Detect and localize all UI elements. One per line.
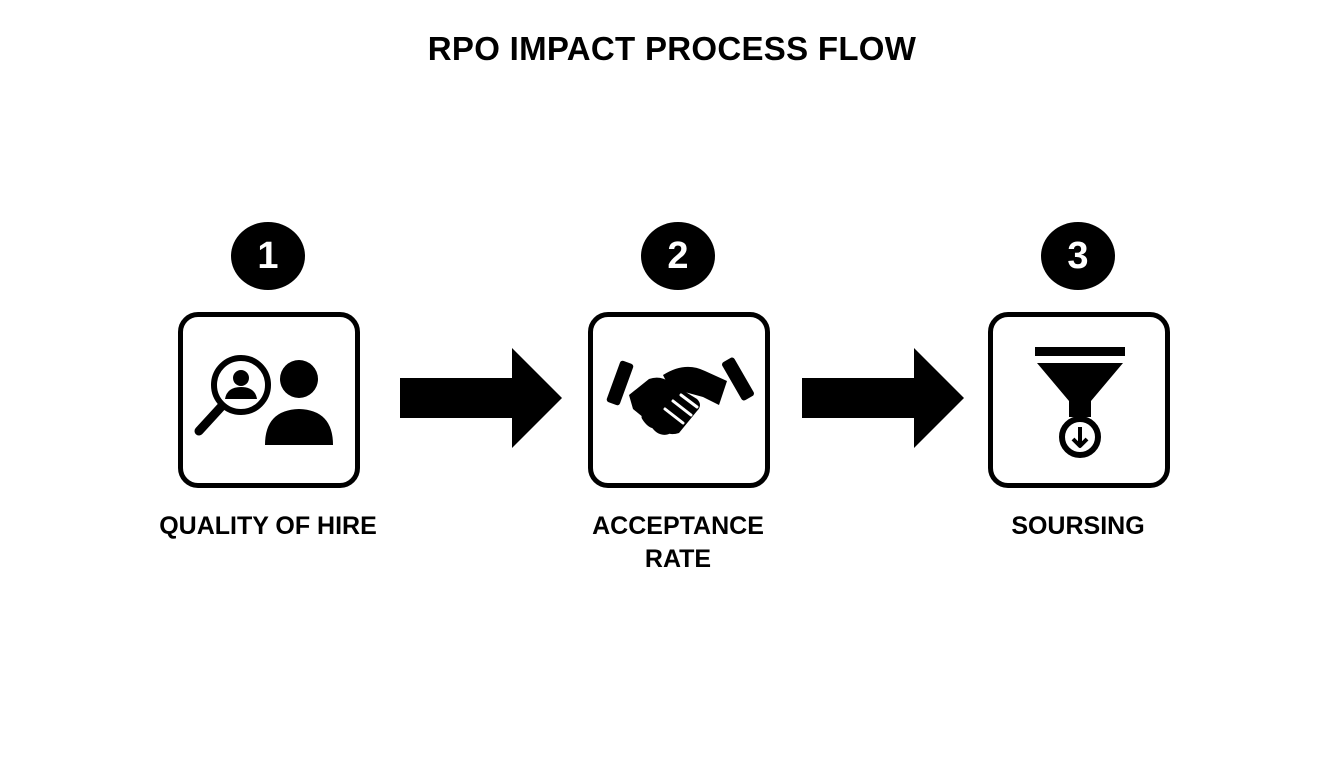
step-number-badge: 3 [1041, 222, 1115, 290]
step-1: 1 QUALITY OF HIRE [148, 222, 388, 582]
step-label: QUALITY OF HIRE [159, 512, 377, 540]
funnel-icon [1035, 347, 1125, 458]
step-3: 3 SOURSING [958, 222, 1198, 582]
flow-arrow-1 [400, 348, 564, 448]
step-2: 2 ACCEPTANCE RATE [558, 222, 798, 582]
handshake-icon [606, 357, 754, 435]
flow-arrow-2 [802, 348, 966, 448]
step-icon-box [588, 312, 770, 488]
step-label: SOURSING [1011, 512, 1145, 540]
right-arrow-icon [802, 348, 964, 448]
diagram-title: RPO IMPACT PROCESS FLOW [427, 30, 917, 67]
step-icon-box [178, 312, 360, 488]
step-label: ACCEPTANCE RATE [592, 512, 764, 573]
step-icon-box [988, 312, 1170, 488]
step-number-badge: 2 [641, 222, 715, 290]
step-number-badge: 1 [231, 222, 305, 290]
magnifier-person-icon [194, 355, 333, 445]
right-arrow-icon [400, 348, 562, 448]
